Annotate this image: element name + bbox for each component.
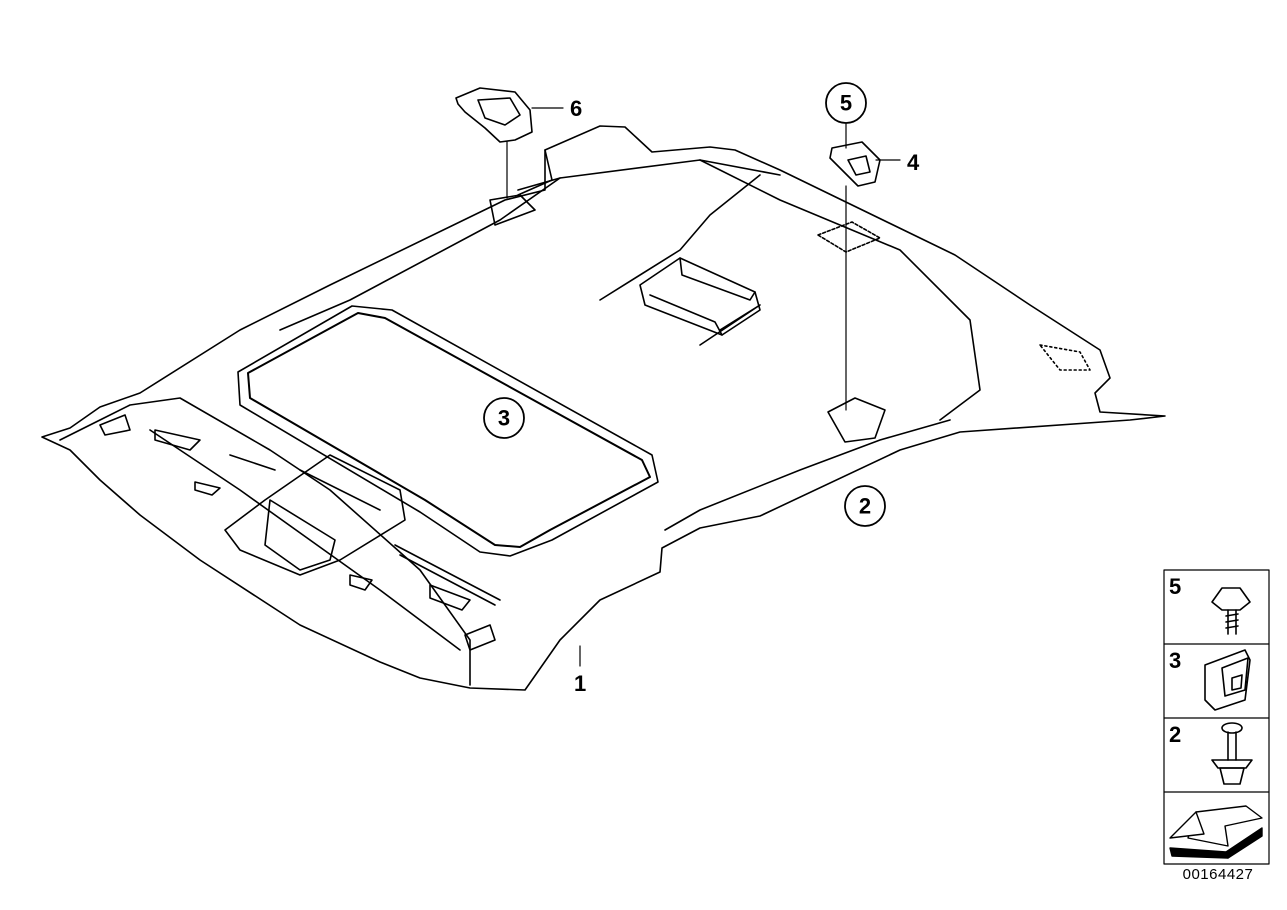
label-part-4: 4 — [907, 150, 920, 175]
bracket-6 — [455, 87, 533, 143]
callout-circle-3 — [483, 397, 525, 439]
arrow-icon — [1169, 805, 1263, 859]
headliner — [41, 125, 1166, 691]
expanding-rivet-icon — [1211, 722, 1253, 785]
screw-icon — [1211, 587, 1251, 635]
front-console — [99, 414, 501, 651]
label-part-5: 5 — [840, 91, 852, 116]
callout-circle-5 — [825, 82, 867, 124]
callout-circle-2 — [844, 485, 886, 527]
clip-icon — [1204, 649, 1251, 711]
legend-label-2: 2 — [1169, 722, 1181, 747]
label-part-3: 3 — [498, 406, 510, 431]
rear-cutout — [639, 257, 761, 336]
document-number: 00164427 — [1182, 866, 1254, 883]
mid-mount-plate — [827, 397, 886, 443]
sunroof-frame — [237, 305, 659, 557]
label-part-2: 2 — [859, 494, 871, 519]
label-part-6: 6 — [570, 96, 582, 121]
leader-lines — [506, 107, 901, 667]
legend-box — [1163, 569, 1270, 865]
legend-label-5: 5 — [1169, 574, 1181, 599]
bracket-4 — [829, 141, 881, 187]
legend-label-3: 3 — [1169, 648, 1181, 673]
label-part-1: 1 — [574, 671, 586, 696]
rear-mount-plate — [817, 221, 881, 253]
